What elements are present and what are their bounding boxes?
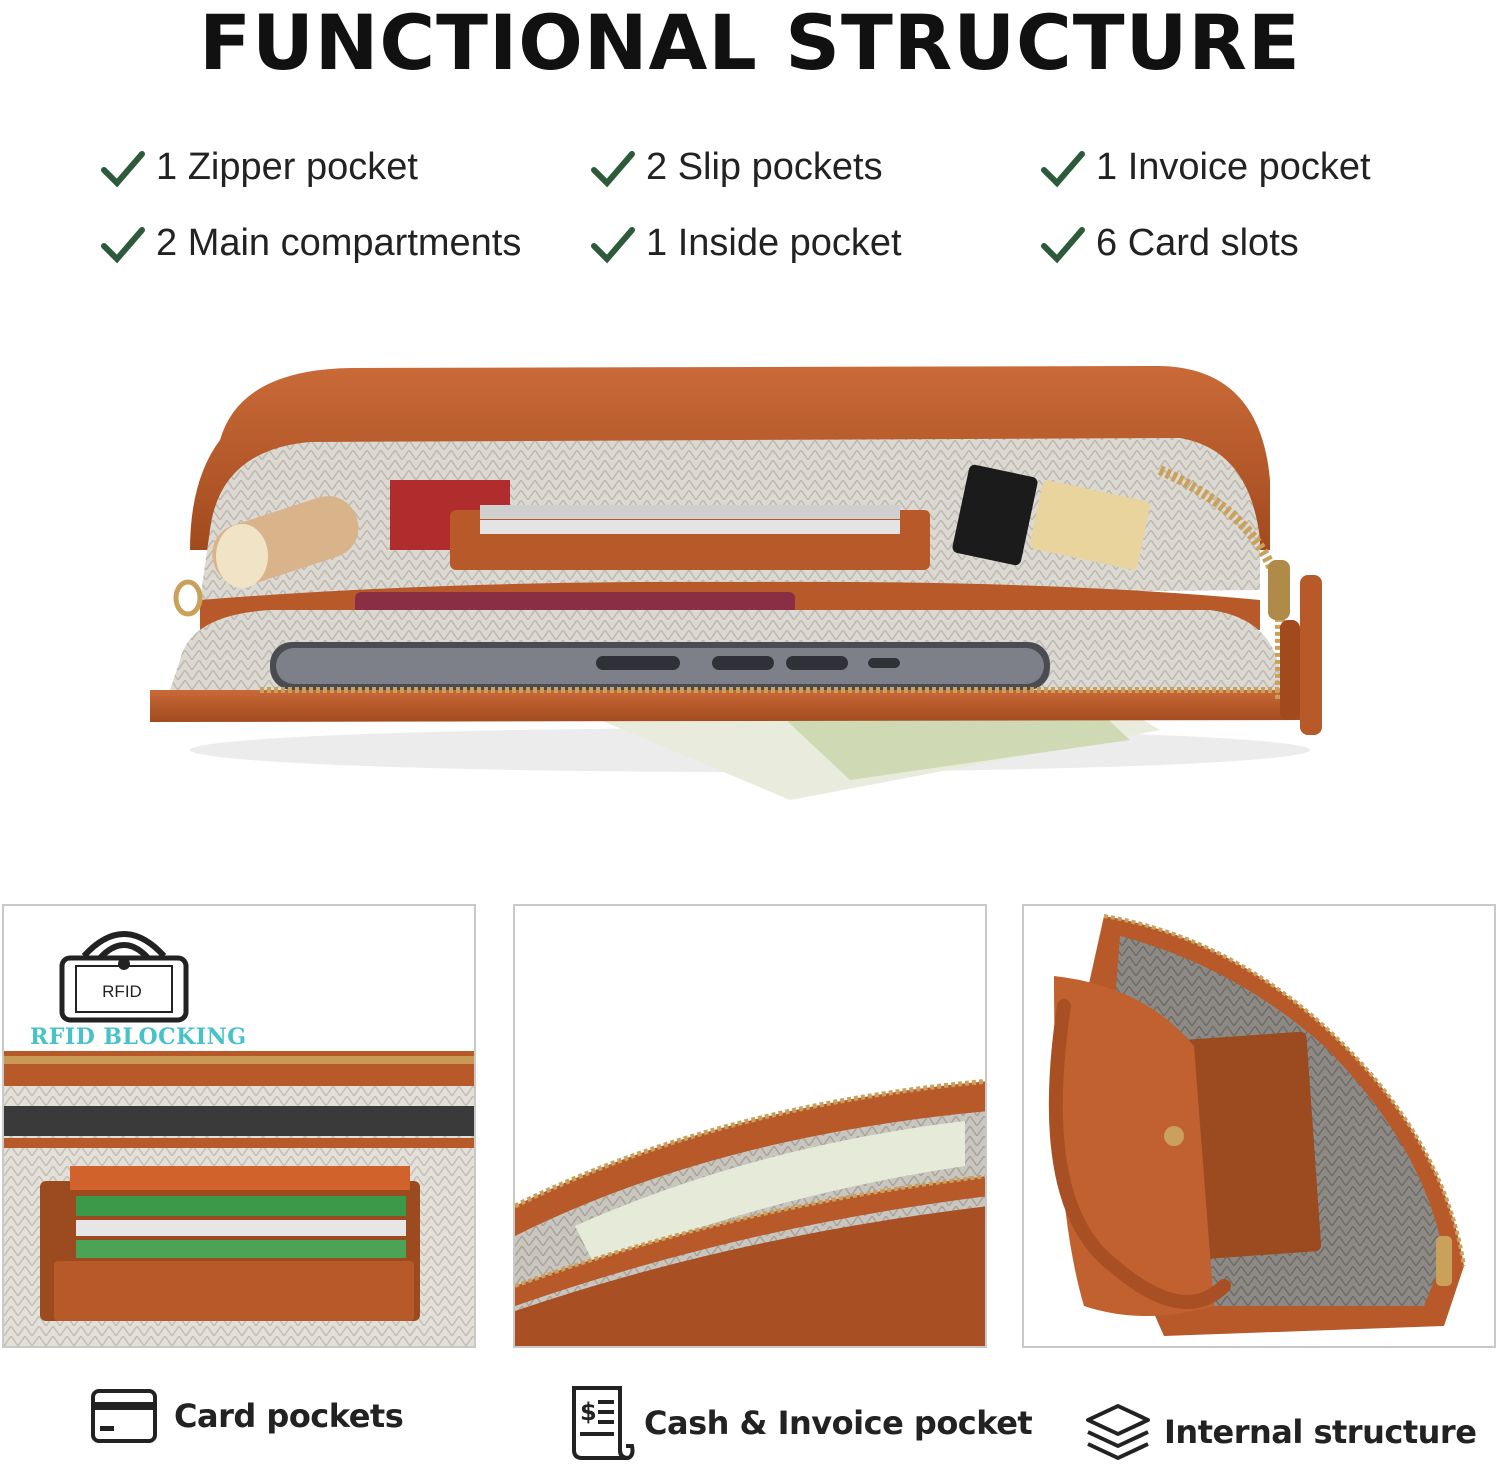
caption-card-pockets: Card pockets [90, 1388, 404, 1444]
caption-label: Internal structure [1164, 1413, 1477, 1451]
cash-invoice-panel [513, 904, 987, 1348]
feature-label: 1 Invoice pocket [1096, 146, 1371, 188]
invoice-icon: $ [572, 1386, 635, 1461]
check-icon [101, 150, 145, 187]
card-pockets-panel: RFID RFID BLOCKING [2, 904, 476, 1348]
check-icon [591, 150, 635, 187]
rfid-icon [59, 931, 189, 1023]
check-icon [591, 226, 635, 263]
feature-item: 6 Card slots [1040, 222, 1299, 265]
check-icon [1041, 150, 1085, 187]
feature-label: 1 Zipper pocket [156, 146, 418, 188]
caption-label: Card pockets [174, 1397, 404, 1435]
feature-item: 2 Main compartments [100, 222, 521, 265]
feature-item: 1 Zipper pocket [100, 146, 418, 189]
caption-cash-invoice: $ Cash & Invoice pocket [566, 1384, 1033, 1462]
internal-structure-panel [1022, 904, 1496, 1348]
card-icon [91, 1389, 157, 1443]
caption-label: Cash & Invoice pocket [644, 1404, 1033, 1442]
svg-text:$: $ [580, 1398, 596, 1426]
layers-icon [1086, 1404, 1150, 1460]
page-title: FUNCTIONAL STRUCTURE [199, 0, 1301, 87]
feature-item: 2 Slip pockets [590, 146, 883, 189]
card-pockets-illustration [4, 1051, 474, 1346]
internal-structure-illustration [1048, 914, 1466, 1336]
rfid-blocking-label: RFID BLOCKING [30, 1024, 247, 1050]
wallet-open-illustration [150, 366, 1322, 800]
caption-internal-structure: Internal structure [1084, 1402, 1477, 1462]
check-icon [1041, 226, 1085, 263]
feature-label: 6 Card slots [1096, 222, 1299, 264]
cash-invoice-illustration [515, 1078, 985, 1346]
check-icon [101, 226, 145, 263]
feature-item: 1 Inside pocket [590, 222, 902, 265]
feature-label: 2 Main compartments [156, 222, 522, 264]
feature-list: 1 Zipper pocket 2 Slip pockets 1 Invoice… [0, 140, 1500, 280]
feature-label: 1 Inside pocket [646, 222, 902, 264]
rfid-chip-text: RFID [102, 982, 142, 1001]
feature-item: 1 Invoice pocket [1040, 146, 1371, 189]
feature-label: 2 Slip pockets [646, 146, 883, 188]
